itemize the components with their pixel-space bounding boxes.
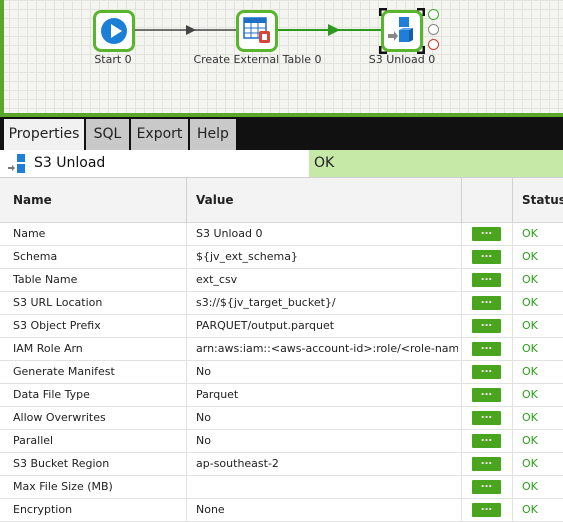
- edit-property-button[interactable]: ...: [472, 457, 501, 471]
- connector-lines: [134, 24, 381, 36]
- property-name: Max File Size (MB): [13, 480, 113, 493]
- property-name: S3 URL Location: [13, 296, 103, 309]
- job-canvas[interactable]: Start 0 Create External Table 0: [0, 0, 563, 113]
- table-row: Max File Size (MB) ... OK: [0, 476, 563, 499]
- property-value[interactable]: [196, 476, 458, 498]
- table-row: Allow Overwrites No ... OK: [0, 407, 563, 430]
- property-status: OK: [522, 319, 538, 332]
- tab-export[interactable]: Export: [131, 119, 188, 150]
- edit-property-button[interactable]: ...: [472, 480, 501, 494]
- table-row: IAM Role Arn arn:aws:iam::<aws-account-i…: [0, 338, 563, 361]
- edit-property-button[interactable]: ...: [472, 503, 501, 517]
- canvas-left-border: [0, 0, 4, 117]
- tab-properties[interactable]: Properties: [4, 119, 84, 150]
- table-row: Data File Type Parquet ... OK: [0, 384, 563, 407]
- success-connector-icon[interactable]: [428, 9, 439, 20]
- property-status: OK: [522, 365, 538, 378]
- table-row: Generate Manifest No ... OK: [0, 361, 563, 384]
- property-value[interactable]: arn:aws:iam::<aws-account-id>:role/<role…: [196, 342, 458, 355]
- edit-property-button[interactable]: ...: [472, 319, 501, 333]
- property-status: OK: [522, 434, 538, 447]
- property-name: Encryption: [13, 503, 73, 516]
- property-status: OK: [522, 250, 538, 263]
- table-row: Schema ${jv_ext_schema} ... OK: [0, 246, 563, 269]
- edit-property-button[interactable]: ...: [472, 296, 501, 310]
- header-status: Status: [522, 193, 563, 207]
- component-header: S3 Unload OK: [0, 150, 563, 178]
- property-value[interactable]: ext_csv: [196, 273, 238, 286]
- property-value[interactable]: No: [196, 434, 211, 447]
- property-name: Generate Manifest: [13, 365, 115, 378]
- edit-property-button[interactable]: ...: [472, 365, 501, 379]
- property-name: Allow Overwrites: [13, 411, 106, 424]
- property-name: S3 Object Prefix: [13, 319, 101, 332]
- header-value: Value: [196, 193, 234, 207]
- header-name: Name: [13, 193, 52, 207]
- unconditional-connector-icon[interactable]: [428, 24, 439, 35]
- property-name: S3 Bucket Region: [13, 457, 110, 470]
- property-name: IAM Role Arn: [13, 342, 83, 355]
- table-row: S3 Object Prefix PARQUET/output.parquet …: [0, 315, 563, 338]
- edit-property-button[interactable]: ...: [472, 342, 501, 356]
- panel-splitter[interactable]: [0, 113, 563, 117]
- property-name: Parallel: [13, 434, 54, 447]
- table-row: Parallel No ... OK: [0, 430, 563, 453]
- table-row: S3 URL Location s3://${jv_target_bucket}…: [0, 292, 563, 315]
- property-status: OK: [522, 227, 538, 240]
- tab-sql[interactable]: SQL: [86, 119, 129, 150]
- table-row: S3 Bucket Region ap-southeast-2 ... OK: [0, 453, 563, 476]
- start-node-label: Start 0: [94, 53, 132, 66]
- property-status: OK: [522, 457, 538, 470]
- table-row: Name S3 Unload 0 ... OK: [0, 223, 563, 246]
- failure-connector-icon[interactable]: [428, 39, 439, 50]
- edit-property-button[interactable]: ...: [472, 388, 501, 402]
- property-status: OK: [522, 411, 538, 424]
- table-icon: [243, 17, 270, 43]
- component-name: S3 Unload: [34, 155, 106, 171]
- property-value[interactable]: S3 Unload 0: [196, 227, 263, 240]
- property-value[interactable]: No: [196, 365, 211, 378]
- property-name: Schema: [13, 250, 58, 263]
- property-status: OK: [522, 296, 538, 309]
- properties-table-header: Name Value Status: [0, 178, 563, 223]
- property-name: Name: [13, 227, 46, 240]
- tab-help[interactable]: Help: [190, 119, 236, 150]
- create-external-table-label: Create External Table 0: [193, 53, 322, 66]
- property-value[interactable]: None: [196, 503, 225, 516]
- property-status: OK: [522, 273, 538, 286]
- tab-bar: Properties SQL Export Help: [0, 117, 563, 150]
- property-value[interactable]: Parquet: [196, 388, 239, 401]
- property-status: OK: [522, 388, 538, 401]
- edit-property-button[interactable]: ...: [472, 227, 501, 241]
- property-value[interactable]: PARQUET/output.parquet: [196, 319, 335, 332]
- property-value[interactable]: No: [196, 411, 211, 424]
- property-status: OK: [522, 480, 538, 493]
- property-value[interactable]: ${jv_ext_schema}: [196, 250, 298, 263]
- edit-property-button[interactable]: ...: [472, 411, 501, 425]
- property-value[interactable]: ap-southeast-2: [196, 457, 279, 470]
- component-status: OK: [309, 150, 563, 177]
- edit-property-button[interactable]: ...: [472, 273, 501, 287]
- edit-property-button[interactable]: ...: [472, 250, 501, 264]
- selection-corners: [379, 8, 425, 54]
- s3-unload-node-label: S3 Unload 0: [368, 53, 436, 66]
- s3-unload-icon: [388, 17, 413, 42]
- property-status: OK: [522, 342, 538, 355]
- table-row: Table Name ext_csv ... OK: [0, 269, 563, 292]
- s3-unload-small-icon: [8, 154, 25, 173]
- property-name: Data File Type: [13, 388, 90, 401]
- table-row: Encryption None ... OK: [0, 499, 563, 522]
- properties-table-body: Name S3 Unload 0 ... OK Schema ${jv_ext_…: [0, 223, 563, 522]
- property-name: Table Name: [13, 273, 78, 286]
- property-value[interactable]: s3://${jv_target_bucket}/: [196, 296, 336, 309]
- edit-property-button[interactable]: ...: [472, 434, 501, 448]
- property-status: OK: [522, 503, 538, 516]
